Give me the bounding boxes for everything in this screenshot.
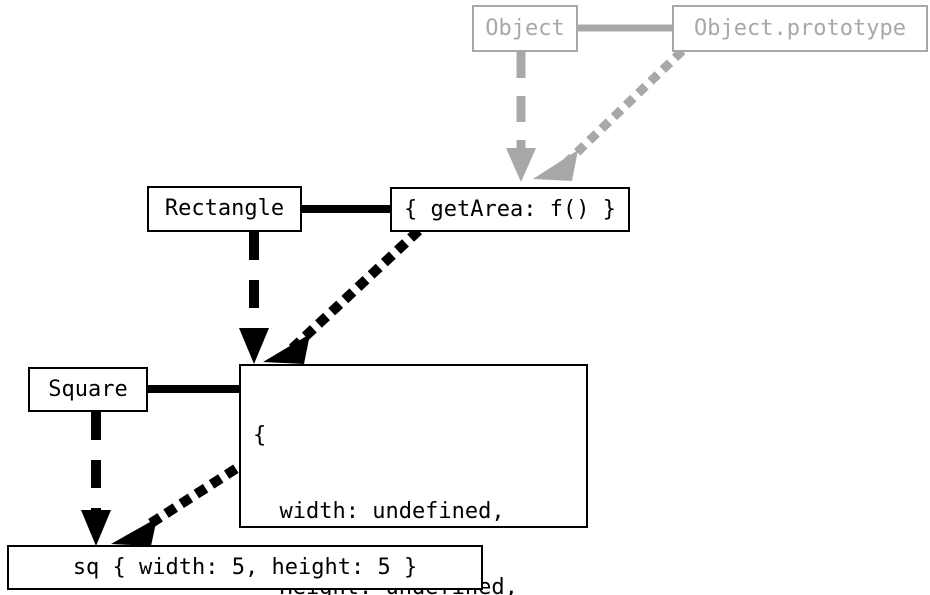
sq-instance-label: sq { width: 5, height: 5 } [72, 554, 418, 580]
object-constructor-label: Object [485, 15, 565, 41]
object-constructor-box[interactable]: Object [472, 5, 578, 52]
square-prototype-line-1: { [253, 423, 267, 448]
object-prototype-box[interactable]: Object.prototype [672, 5, 928, 52]
rectangle-dashed-arrowhead [239, 328, 269, 364]
square-constructor-label: Square [48, 376, 128, 402]
square-prototype-line-2: width: undefined, [253, 499, 505, 524]
square-prototype-box[interactable]: { width: undefined, Height: undefined, } [239, 364, 588, 595]
rectangle-prototype-dotted-arrowhead [263, 334, 310, 364]
rectangle-constructor-box[interactable]: Rectangle [147, 186, 302, 232]
object-prototype-dotted-arrowhead [533, 150, 578, 181]
rectangle-constructor-label: Rectangle [164, 196, 285, 221]
square-dashed-arrowhead [81, 510, 111, 546]
object-prototype-label: Object.prototype [694, 15, 906, 41]
rectangle-prototype-label: { getArea: f() } [404, 196, 616, 222]
rectangle-prototype-to-square-prototype-dotted-arrow [288, 226, 423, 353]
square-constructor-box[interactable]: Square [28, 367, 148, 412]
rectangle-prototype-box[interactable]: { getArea: f() } [390, 187, 630, 232]
square-prototype-dotted-arrowhead [111, 518, 157, 546]
sq-instance-box[interactable]: sq { width: 5, height: 5 } [7, 545, 483, 590]
object-dashed-arrowhead [506, 148, 536, 182]
object-prototype-to-rectangle-prototype-dotted-arrow [558, 47, 686, 171]
